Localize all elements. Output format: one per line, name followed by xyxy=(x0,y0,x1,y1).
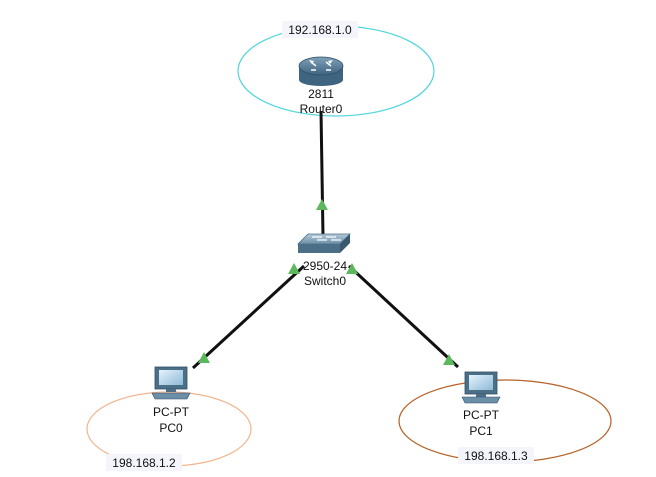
link-indicator-pc0 xyxy=(198,352,210,363)
link-switch-pc0[interactable] xyxy=(191,264,306,370)
link-indicator-switch-pc0 xyxy=(288,263,300,274)
router0-model: 2811 xyxy=(308,87,334,101)
pc1-model: PC-PT xyxy=(463,408,500,422)
link-indicator-switch-up xyxy=(316,199,328,210)
pc0-model: PC-PT xyxy=(153,405,190,419)
pc0-name: PC0 xyxy=(159,421,183,435)
router-network-address: 192.168.1.0 xyxy=(288,23,352,37)
pc0-network-address: 198.168.1.2 xyxy=(112,456,176,470)
pc1-network-address: 198.168.1.3 xyxy=(464,449,528,463)
link-indicator-switch-pc1 xyxy=(346,263,358,274)
router-network-label[interactable]: 192.168.1.0 xyxy=(282,21,358,38)
device-pc0[interactable]: PC-PT PC0 xyxy=(151,366,191,435)
pc1-network-label[interactable]: 198.168.1.3 xyxy=(458,447,534,464)
router-icon xyxy=(298,56,344,86)
switch0-name: Switch0 xyxy=(304,274,346,288)
device-router0[interactable]: 2811 Router0 xyxy=(298,56,344,116)
link-indicator-pc1 xyxy=(443,354,455,365)
pc0-network-label[interactable]: 198.168.1.2 xyxy=(106,454,182,471)
link-switch-pc1[interactable] xyxy=(347,264,460,369)
pc1-name: PC1 xyxy=(469,424,493,438)
switch0-model: 2950-24 xyxy=(303,259,347,273)
device-pc1[interactable]: PC-PT PC1 xyxy=(461,371,501,438)
router0-name: Router0 xyxy=(300,102,343,116)
pc-icon xyxy=(151,366,191,400)
link-router-switch[interactable] xyxy=(319,110,325,237)
pc-icon xyxy=(461,371,501,404)
device-switch0[interactable]: 2950-24 Switch0 xyxy=(297,233,351,288)
switch-icon xyxy=(297,233,351,253)
